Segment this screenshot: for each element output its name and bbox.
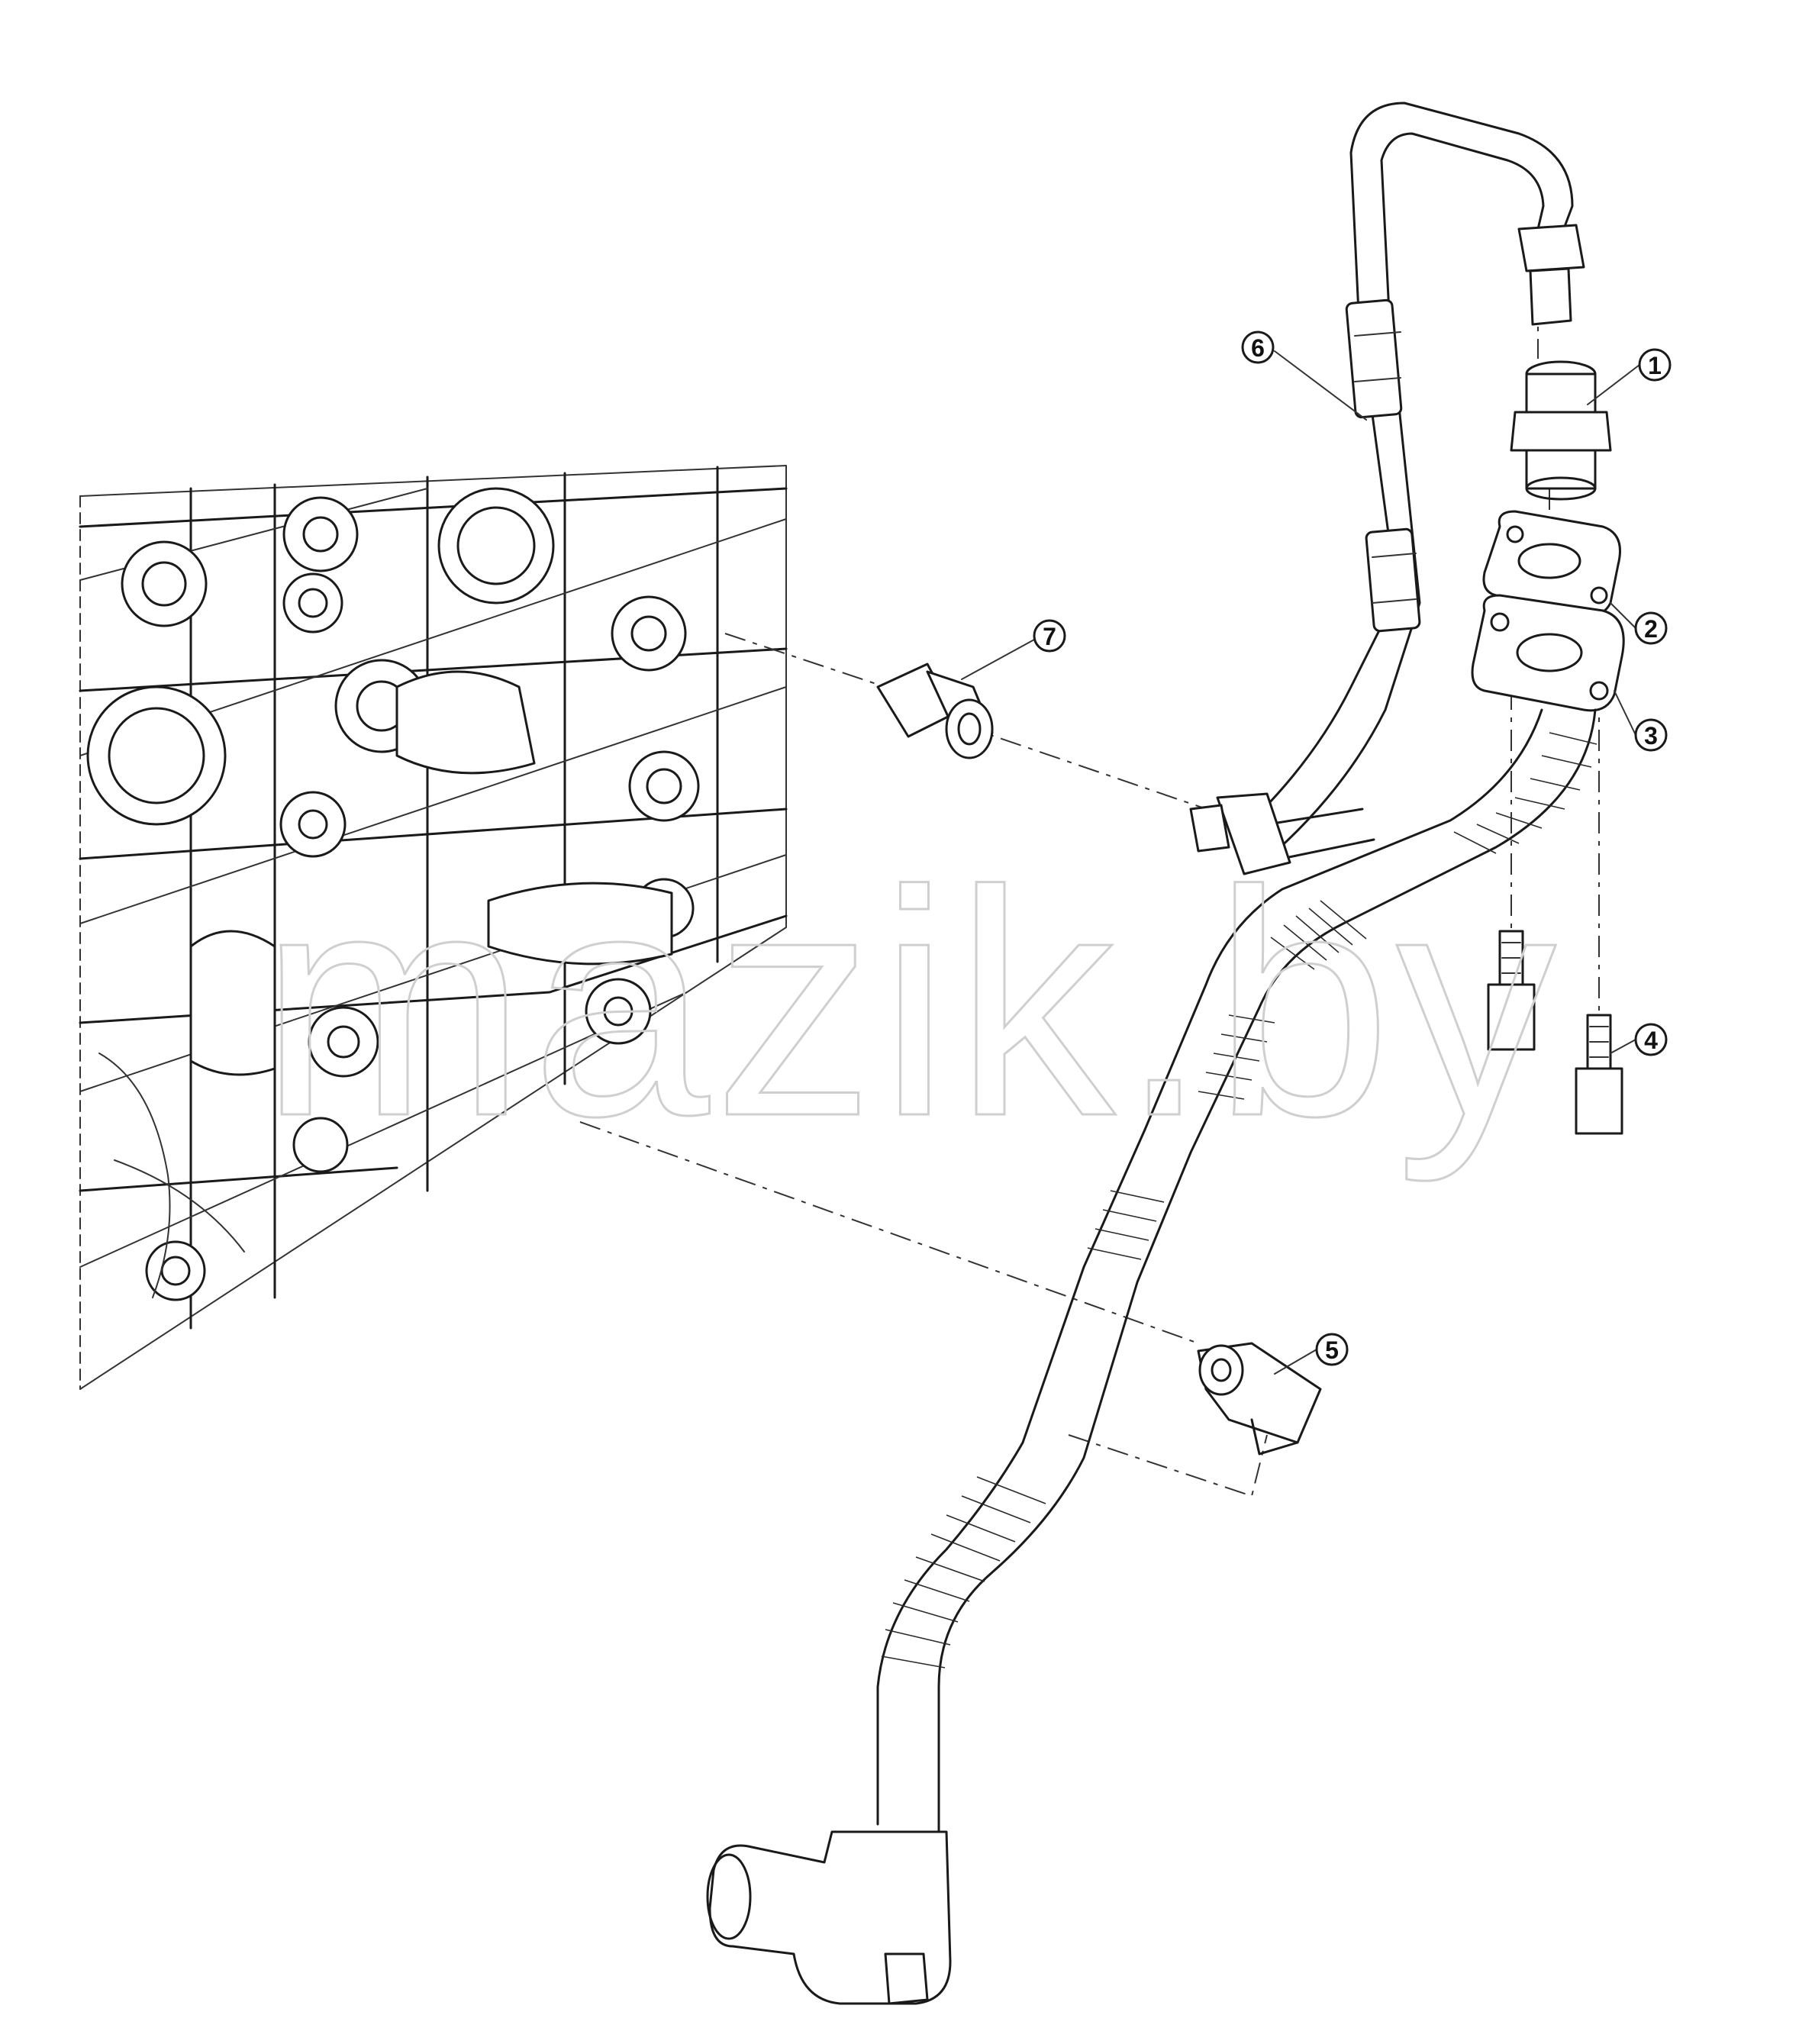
callout-label-6: 6 [1251, 334, 1265, 362]
gasket-flange-parts [1471, 510, 1625, 712]
stud-parts [1487, 930, 1623, 1135]
engine-block [79, 465, 788, 1390]
drain-pipe [706, 708, 1597, 2005]
callout-label-7: 7 [1043, 623, 1056, 650]
callout-label-5: 5 [1325, 1336, 1339, 1364]
pipe-clamp-part [1197, 1342, 1322, 1456]
callout-1: 1 [1638, 348, 1672, 382]
pipe-corrugations [881, 732, 1597, 1668]
callout-label-1: 1 [1648, 352, 1662, 379]
callout-leaders [961, 350, 1640, 1375]
callout-label-3: 3 [1644, 722, 1658, 750]
callout-label-4: 4 [1644, 1027, 1658, 1054]
callout-5: 5 [1315, 1333, 1349, 1366]
callout-3: 3 [1634, 718, 1668, 752]
callout-label-2: 2 [1644, 615, 1658, 643]
callout-7: 7 [1033, 619, 1066, 653]
callout-2: 2 [1634, 611, 1668, 645]
adapter-fitting-part [876, 663, 994, 759]
union-fitting-part [1510, 360, 1612, 501]
callout-4: 4 [1634, 1023, 1668, 1056]
callout-6: 6 [1241, 330, 1275, 364]
watermark-text: mazik.by [260, 825, 1561, 1185]
oil-feed-tube-part [1189, 102, 1585, 875]
